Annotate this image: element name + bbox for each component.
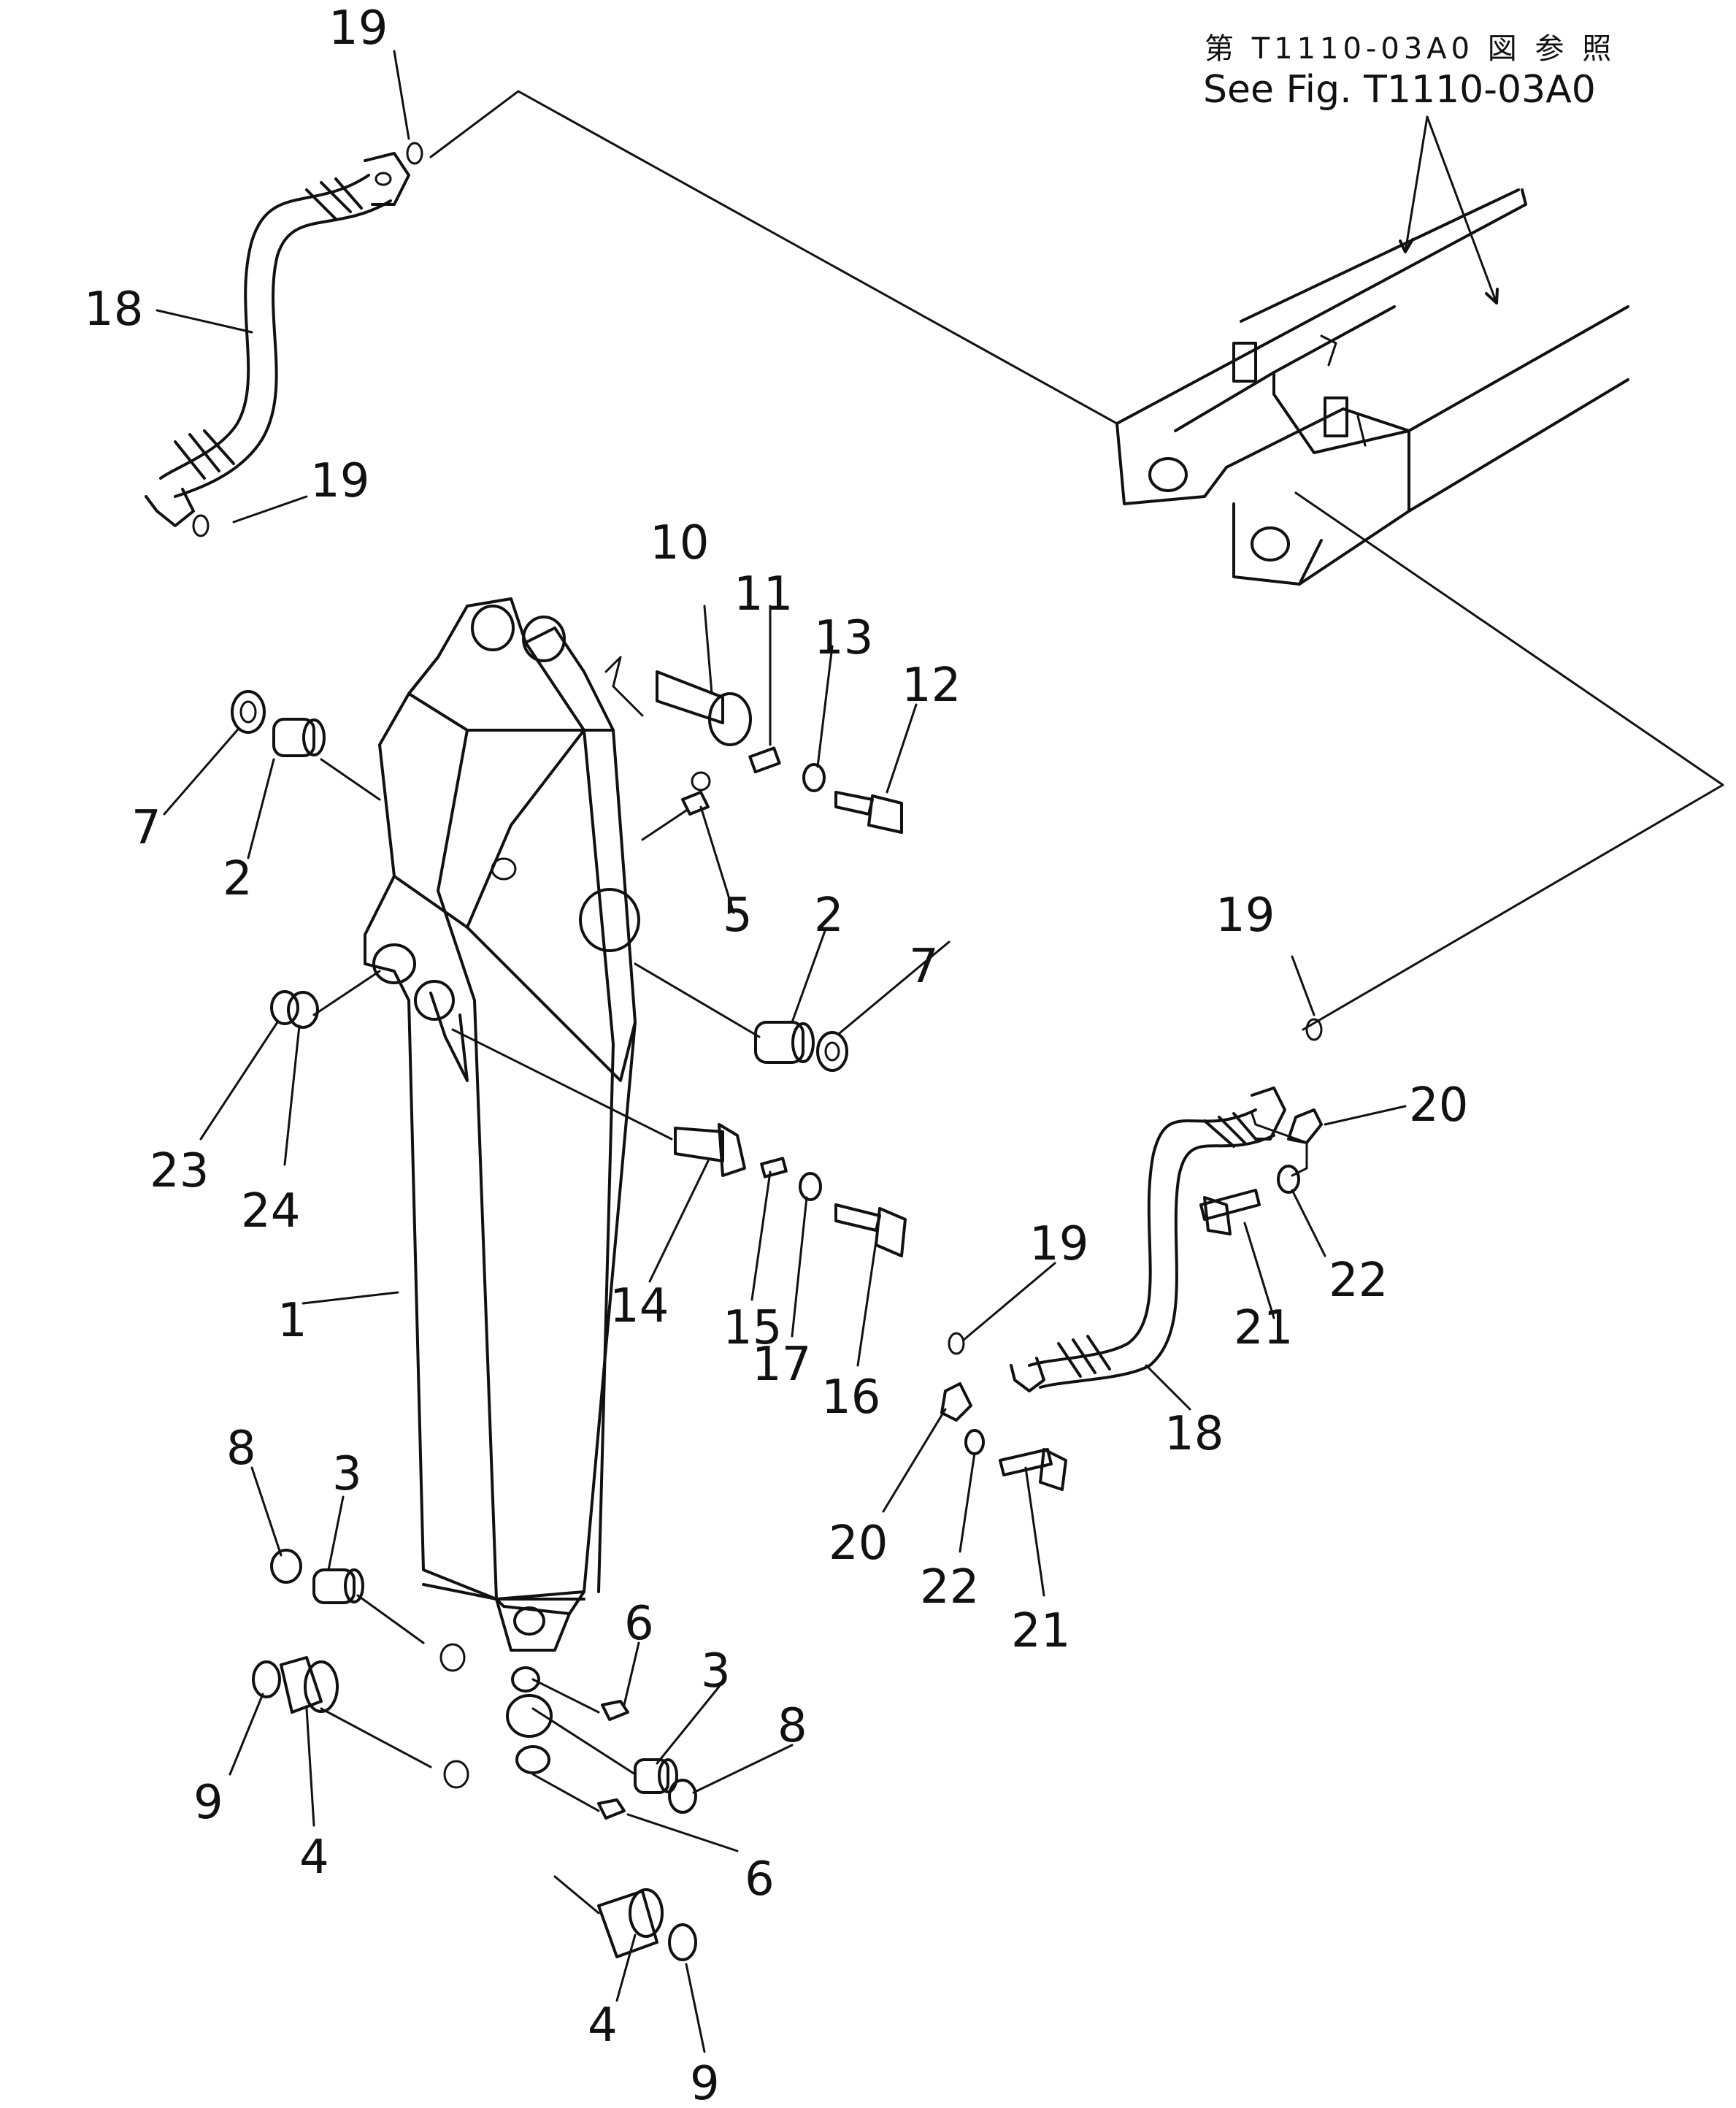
callout-12: 12 bbox=[902, 659, 961, 713]
callout-19: 19 bbox=[329, 1, 388, 55]
o-ring-19b bbox=[192, 514, 210, 537]
callout-22: 22 bbox=[1329, 1254, 1388, 1308]
callout-7: 7 bbox=[131, 801, 161, 855]
callout-4: 4 bbox=[299, 1831, 329, 1885]
callout-20: 20 bbox=[829, 1517, 888, 1571]
o-ring-19c bbox=[1305, 1018, 1323, 1041]
callout-4: 4 bbox=[588, 1998, 618, 2053]
callout-18: 18 bbox=[84, 283, 143, 337]
callout-22: 22 bbox=[920, 1560, 979, 1614]
figure-reference-japanese: 第 T1110-03A0 図 参 照 bbox=[1205, 32, 1616, 66]
boom-assembly bbox=[1115, 188, 1629, 586]
callout-19: 19 bbox=[1029, 1217, 1088, 1271]
callout-19: 19 bbox=[310, 454, 369, 508]
o-ring-19a bbox=[406, 142, 423, 165]
callout-6: 6 bbox=[745, 1852, 775, 1906]
callout-8: 8 bbox=[777, 1699, 807, 1753]
callout-3: 3 bbox=[701, 1644, 731, 1698]
callout-7: 7 bbox=[909, 940, 939, 994]
callout-8: 8 bbox=[226, 1422, 256, 1476]
leader-line-flange bbox=[1251, 1112, 1308, 1177]
callout-13: 13 bbox=[814, 611, 873, 665]
callout-17: 17 bbox=[752, 1338, 811, 1392]
callout-2: 2 bbox=[814, 889, 844, 943]
callout-5: 5 bbox=[723, 889, 753, 943]
callout-15: 15 bbox=[723, 1301, 782, 1355]
callout-19: 19 bbox=[1215, 889, 1275, 943]
callout-9: 9 bbox=[690, 2057, 720, 2108]
callout-21: 21 bbox=[1011, 1604, 1070, 1658]
arm-body bbox=[364, 597, 640, 1789]
callout-numbers: 19 18 19 10 11 13 12 7 2 5 2 7 19 20 23 … bbox=[84, 1, 1468, 2108]
callout-21: 21 bbox=[1234, 1301, 1293, 1355]
small-parts bbox=[231, 656, 907, 1961]
callout-18: 18 bbox=[1164, 1407, 1224, 1461]
callout-leaders bbox=[155, 50, 1407, 2053]
callout-16: 16 bbox=[821, 1371, 880, 1425]
reference-arrows bbox=[1399, 115, 1499, 304]
callout-9: 9 bbox=[193, 1776, 223, 1830]
callout-20: 20 bbox=[1409, 1078, 1468, 1132]
callout-2: 2 bbox=[223, 852, 253, 906]
callout-14: 14 bbox=[610, 1279, 669, 1333]
callout-10: 10 bbox=[650, 516, 709, 570]
leader-lines bbox=[429, 90, 1724, 1031]
hose-assembly-upper bbox=[145, 152, 410, 527]
figure-reference-english: See Fig. T1110-03A0 bbox=[1203, 68, 1596, 112]
o-ring-19d bbox=[948, 1332, 965, 1355]
callout-3: 3 bbox=[332, 1447, 362, 1501]
callout-23: 23 bbox=[150, 1144, 209, 1198]
callout-11: 11 bbox=[734, 567, 793, 621]
callout-24: 24 bbox=[241, 1184, 300, 1238]
callout-6: 6 bbox=[624, 1597, 654, 1651]
callout-1: 1 bbox=[277, 1294, 307, 1348]
